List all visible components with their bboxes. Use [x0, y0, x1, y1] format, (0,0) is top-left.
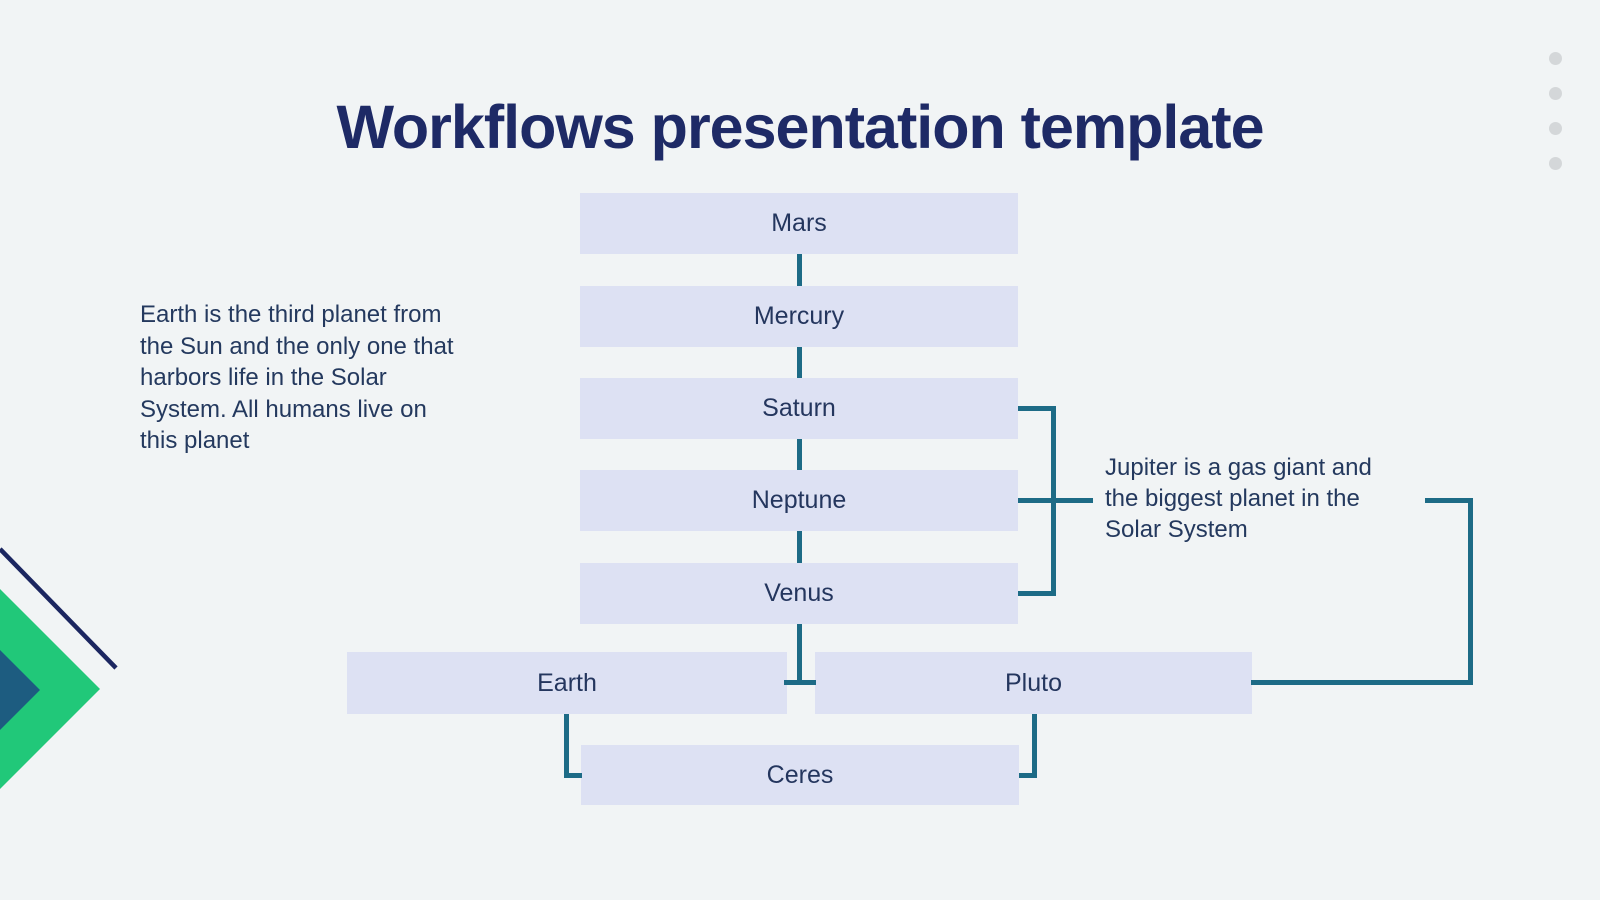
slide-title: Workflows presentation template: [336, 93, 1264, 161]
blue-diamond: [0, 650, 40, 730]
diagonal-line-accent: [0, 547, 118, 670]
flow-node-label: Earth: [537, 668, 597, 697]
decor-dot: [1549, 52, 1562, 65]
decor-dot: [1549, 122, 1562, 135]
flow-node-label: Saturn: [762, 394, 836, 422]
earth-note-line: System. All humans live on: [140, 395, 427, 423]
connector-earth-ceres-v: [564, 714, 569, 778]
connector-mercury-saturn: [797, 347, 802, 378]
connector-saturn-neptune: [797, 439, 802, 470]
green-diamond: [0, 589, 100, 789]
flow-node-neptune: Neptune: [580, 470, 1018, 531]
connector-neptune-venus: [797, 531, 802, 563]
earth-note-line: Earth is the third planet from: [140, 301, 442, 328]
note-loop-top: [1425, 498, 1473, 503]
connector-mars-mercury: [797, 254, 802, 286]
flow-node-earth: Earth: [347, 652, 787, 714]
flow-node-saturn: Saturn: [580, 378, 1018, 439]
bracket-bottom: [1018, 591, 1056, 596]
connector-split-cap: [784, 680, 816, 685]
connector-pluto-ceres-h: [1019, 773, 1037, 778]
bracket-top: [1018, 406, 1056, 411]
connector-earth-ceres-h: [564, 773, 582, 778]
decor-dot: [1549, 157, 1562, 170]
corner-decoration: [0, 547, 118, 789]
flow-node-label: Pluto: [1005, 668, 1062, 697]
jupiter-note: Jupiter is a gas giant and the biggest p…: [1105, 452, 1372, 545]
connector-venus-split: [797, 624, 802, 682]
jupiter-note-line: the biggest planet in the: [1105, 485, 1360, 512]
jupiter-note-line: Solar System: [1105, 516, 1248, 543]
earth-note-line: this planet: [140, 427, 250, 454]
flow-node-ceres: Ceres: [581, 745, 1019, 805]
earth-note-line: harbors life in the Solar: [140, 364, 387, 391]
note-loop-bottom: [1251, 680, 1473, 685]
jupiter-note-line: Jupiter is a gas giant and: [1105, 454, 1372, 481]
flow-node-label: Ceres: [766, 760, 834, 789]
flow-node-label: Neptune: [751, 486, 847, 514]
decor-dot: [1549, 87, 1562, 100]
flow-node-mars: Mars: [580, 193, 1018, 254]
flow-node-label: Mercury: [753, 302, 845, 330]
flow-node-label: Mars: [771, 209, 827, 237]
flow-node-mercury: Mercury: [580, 286, 1018, 347]
flow-node-label: Venus: [764, 579, 834, 607]
flow-node-venus: Venus: [580, 563, 1018, 624]
earth-note: Earth is the third planet from the Sun a…: [140, 299, 454, 457]
flow-node-pluto: Pluto: [815, 652, 1252, 714]
bracket-to-note: [1018, 498, 1093, 503]
earth-note-line: the Sun and the only one that: [140, 332, 454, 360]
connector-pluto-ceres-v: [1032, 714, 1037, 778]
note-loop-vert: [1468, 498, 1473, 685]
